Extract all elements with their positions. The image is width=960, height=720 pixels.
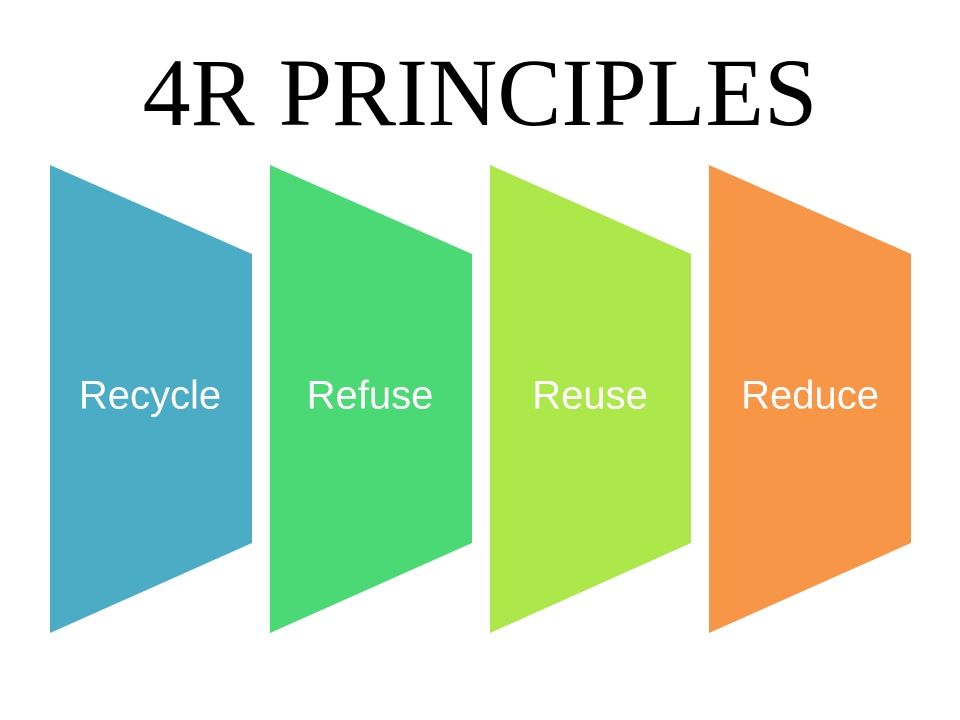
step-recycle: Recycle — [50, 165, 252, 633]
step-label-refuse: Refuse — [307, 374, 434, 418]
step-label-reduce: Reduce — [741, 374, 879, 418]
step-label-reuse: Reuse — [532, 374, 648, 418]
step-shape-refuse — [270, 165, 472, 633]
step-shape-reduce — [709, 165, 911, 633]
step-label-recycle: Recycle — [79, 374, 221, 418]
step-reuse: Reuse — [490, 165, 691, 633]
step-shape-recycle — [50, 165, 252, 633]
step-shape-reuse — [490, 165, 691, 633]
step-refuse: Refuse — [270, 165, 472, 633]
step-reduce: Reduce — [709, 165, 911, 633]
page-title: 4R PRINCIPLES — [142, 39, 818, 146]
